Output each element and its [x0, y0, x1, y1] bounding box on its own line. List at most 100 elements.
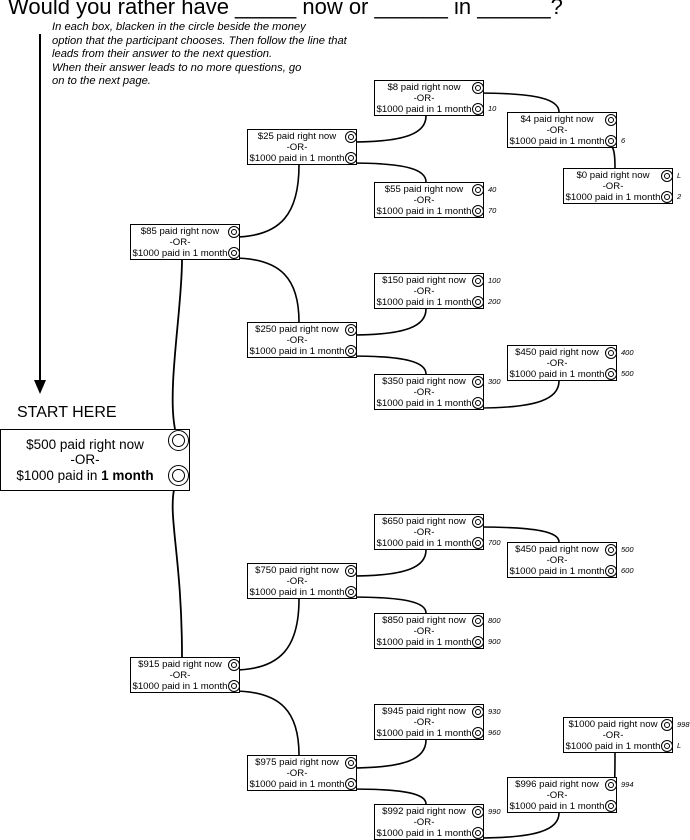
now-choice-circle[interactable] [661, 719, 673, 731]
now-option-label: $25 paid right now [257, 131, 337, 142]
later-choice-circle[interactable] [472, 205, 484, 217]
connector-line [349, 549, 427, 577]
later-option-label: $1000 paid in 1 month [376, 206, 472, 217]
now-choice-circle[interactable] [168, 430, 189, 451]
outcome-code: 10 [488, 104, 497, 113]
or-label: -OR- [169, 237, 191, 248]
later-option-label: $1000 paid in 1 month [376, 728, 472, 739]
now-option-label: $450 paid right now [515, 347, 599, 358]
later-choice-circle[interactable] [345, 152, 357, 164]
connector-line [349, 788, 427, 805]
now-choice-circle[interactable] [472, 376, 484, 388]
later-choice-circle[interactable] [345, 345, 357, 357]
choice-box: $650 paid right now-OR-$1000 paid in 1 m… [374, 514, 484, 550]
choice-box: $450 paid right now-OR-$1000 paid in 1 m… [507, 542, 617, 578]
now-option-label: $350 paid right now [382, 376, 466, 387]
now-option-label: $85 paid right now [140, 226, 220, 237]
later-choice-circle[interactable] [472, 397, 484, 409]
later-choice-circle[interactable] [345, 586, 357, 598]
later-option-label: $1000 paid in 1 month [376, 637, 472, 648]
now-option-label: $8 paid right now [387, 82, 461, 93]
later-option-label: $1000 paid in 1 month [1, 468, 169, 484]
later-option-label: $1000 paid in 1 month [565, 741, 661, 752]
connector-line [349, 308, 427, 336]
start-choice-box: $500 paid right now-OR-$1000 paid in 1 m… [0, 429, 190, 491]
later-choice-circle[interactable] [345, 778, 357, 790]
later-option-label: $1000 paid in 1 month [132, 248, 228, 259]
later-choice-circle[interactable] [472, 636, 484, 648]
outcome-code: 900 [488, 637, 501, 646]
now-choice-circle[interactable] [345, 757, 357, 769]
now-option-label: $0 paid right now [576, 170, 650, 181]
choice-box: $150 paid right now-OR-$1000 paid in 1 m… [374, 273, 484, 309]
later-choice-circle[interactable] [472, 537, 484, 549]
now-choice-circle[interactable] [472, 516, 484, 528]
later-choice-circle[interactable] [605, 800, 617, 812]
later-choice-circle[interactable] [661, 740, 673, 752]
now-option-label: $1000 paid right now [568, 719, 658, 730]
later-choice-circle[interactable] [228, 680, 240, 692]
later-choice-circle[interactable] [605, 368, 617, 380]
now-choice-circle[interactable] [472, 706, 484, 718]
or-label: -OR- [413, 195, 435, 206]
later-option-label: $1000 paid in 1 month [376, 828, 472, 839]
outcome-code: 500 [621, 545, 634, 554]
later-choice-circle[interactable] [168, 465, 189, 486]
outcome-code: 40 [488, 185, 497, 194]
choice-box: $996 paid right now-OR-$1000 paid in 1 m… [507, 777, 617, 813]
choice-box: $915 paid right now-OR-$1000 paid in 1 m… [130, 657, 240, 693]
connector-line [349, 596, 427, 614]
later-choice-circle[interactable] [605, 135, 617, 147]
connector-line [349, 115, 427, 143]
now-option-label: $450 paid right now [515, 544, 599, 555]
now-choice-circle[interactable] [228, 226, 240, 238]
now-choice-circle[interactable] [661, 170, 673, 182]
now-choice-circle[interactable] [605, 114, 617, 126]
later-option-label: $1000 paid in 1 month [249, 153, 345, 164]
or-label: -OR- [602, 181, 624, 192]
instructions: In each box, blacken in the circle besid… [52, 21, 397, 89]
outcome-code: 700 [488, 538, 501, 547]
connector-line [609, 145, 616, 169]
choice-box: $750 paid right now-OR-$1000 paid in 1 m… [247, 563, 357, 599]
or-label: -OR- [546, 555, 568, 566]
now-choice-circle[interactable] [345, 565, 357, 577]
later-choice-circle[interactable] [228, 247, 240, 259]
later-option-label: $1000 paid in 1 month [509, 136, 605, 147]
later-option-label: $1000 paid in 1 month [509, 801, 605, 812]
later-option-label: $1000 paid in 1 month [376, 104, 472, 115]
now-choice-circle[interactable] [228, 659, 240, 671]
now-choice-circle[interactable] [605, 347, 617, 359]
now-choice-circle[interactable] [472, 615, 484, 627]
later-choice-circle[interactable] [472, 296, 484, 308]
now-choice-circle[interactable] [345, 324, 357, 336]
now-choice-circle[interactable] [605, 779, 617, 791]
connector-line [349, 162, 427, 183]
now-choice-circle[interactable] [345, 131, 357, 143]
now-choice-circle[interactable] [472, 806, 484, 818]
outcome-code: 994 [621, 780, 634, 789]
start-here-label: START HERE [17, 404, 117, 421]
choice-box: $350 paid right now-OR-$1000 paid in 1 m… [374, 374, 484, 410]
later-choice-circle[interactable] [605, 565, 617, 577]
now-choice-circle[interactable] [605, 544, 617, 556]
later-choice-circle[interactable] [472, 727, 484, 739]
now-choice-circle[interactable] [472, 82, 484, 94]
now-choice-circle[interactable] [472, 184, 484, 196]
now-choice-circle[interactable] [472, 275, 484, 287]
choice-box: $1000 paid right now-OR-$1000 paid in 1 … [563, 717, 673, 753]
later-choice-circle[interactable] [472, 827, 484, 839]
now-option-label: $996 paid right now [515, 779, 599, 790]
instruction-line: In each box, blacken in the circle besid… [52, 21, 306, 33]
or-label: -OR- [546, 125, 568, 136]
outcome-code: 960 [488, 728, 501, 737]
choice-box: $250 paid right now-OR-$1000 paid in 1 m… [247, 322, 357, 358]
or-label: -OR- [286, 142, 308, 153]
later-option-label: $1000 paid in 1 month [132, 681, 228, 692]
later-choice-circle[interactable] [472, 103, 484, 115]
now-option-label: $915 paid right now [138, 659, 222, 670]
choice-box: $945 paid right now-OR-$1000 paid in 1 m… [374, 704, 484, 740]
choice-box: $25 paid right now-OR-$1000 paid in 1 mo… [247, 129, 357, 165]
later-choice-circle[interactable] [661, 191, 673, 203]
